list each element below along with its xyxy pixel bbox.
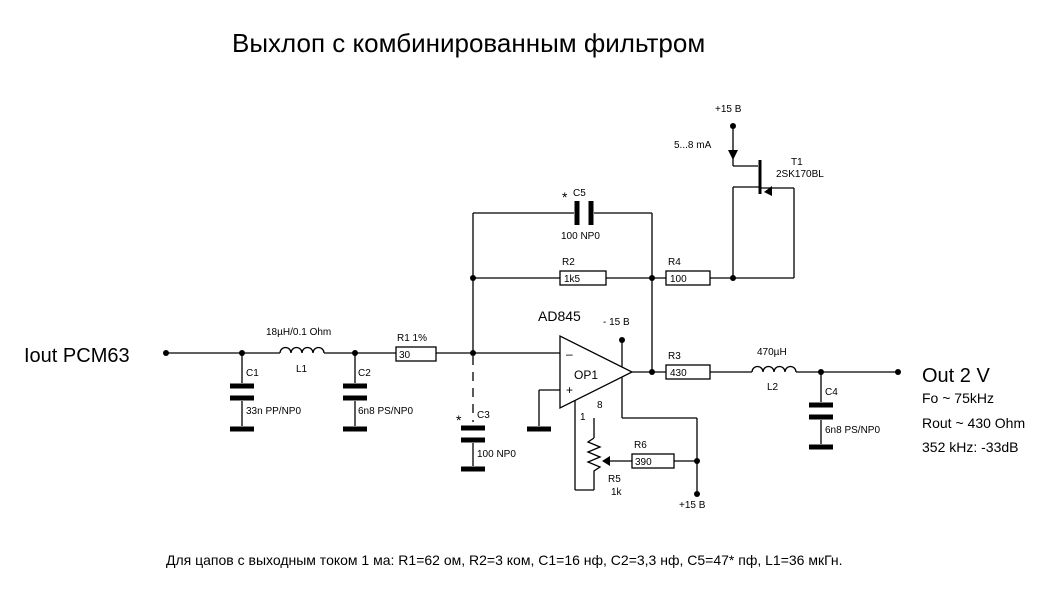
diagram-title: Выхлоп с комбинированным фильтром bbox=[232, 28, 705, 58]
r3-value: 430 bbox=[670, 368, 687, 379]
resistor-r4 bbox=[665, 270, 711, 286]
footnote: Для цапов с выходным током 1 ма: R1=62 о… bbox=[166, 552, 843, 568]
c5-name: C5 bbox=[573, 188, 586, 199]
rail-bottom-plus: +15 В bbox=[679, 500, 706, 511]
capacitor-c2 bbox=[343, 353, 367, 432]
opamp-pin-8: 8 bbox=[597, 400, 603, 411]
c2-value: 6n8 PS/NP0 bbox=[358, 406, 413, 417]
transistor-t1 bbox=[728, 123, 795, 279]
c3-mark: * bbox=[456, 412, 462, 428]
opamp-pin-plus: + bbox=[566, 383, 573, 397]
inductor-l2 bbox=[751, 365, 901, 375]
opamp-part: AD845 bbox=[538, 308, 581, 324]
r6-value: 390 bbox=[635, 457, 652, 468]
capacitor-c1 bbox=[230, 353, 254, 432]
c5-mark: * bbox=[562, 189, 568, 205]
r2-name: R2 bbox=[562, 257, 575, 268]
input-wiring bbox=[163, 350, 560, 356]
inductor-l1 bbox=[279, 346, 325, 354]
capacitor-c4 bbox=[809, 372, 833, 450]
r5-value: 1k bbox=[611, 487, 623, 498]
rail-negative: - 15 В bbox=[603, 317, 630, 328]
c2-name: C2 bbox=[358, 368, 371, 379]
capacitor-c3 bbox=[461, 356, 485, 472]
resistor-r1 bbox=[395, 346, 437, 362]
c5-value: 100 NP0 bbox=[561, 231, 600, 242]
output-rout: Rout ~ 430 Ohm bbox=[922, 415, 1025, 431]
capacitor-c5 bbox=[574, 201, 594, 225]
r5-name: R5 bbox=[608, 474, 621, 485]
c4-name: C4 bbox=[825, 387, 838, 398]
r1-name: R1 1% bbox=[397, 333, 427, 344]
opamp-name: OP1 bbox=[574, 368, 598, 382]
l2-value: 470µH bbox=[757, 347, 787, 358]
opamp-op1 bbox=[527, 334, 700, 497]
resistor-r2 bbox=[559, 270, 607, 286]
r2-value: 1k5 bbox=[564, 274, 581, 285]
r4-value: 100 bbox=[670, 274, 687, 285]
resistor-r3 bbox=[665, 364, 752, 380]
r4-name: R4 bbox=[668, 257, 681, 268]
rail-top-plus: +15 В bbox=[715, 104, 742, 115]
r1-value: 30 bbox=[399, 350, 411, 361]
l1-value: 18µH/0.1 Ohm bbox=[266, 327, 331, 338]
t1-current: 5...8 mA bbox=[674, 140, 712, 151]
c4-value: 6n8 PS/NP0 bbox=[825, 425, 880, 436]
input-label: Iout PCM63 bbox=[24, 345, 130, 367]
trimmer-r5 bbox=[586, 418, 632, 475]
c1-value: 33n PP/NP0 bbox=[246, 406, 301, 417]
output-fo: Fo ~ 75kHz bbox=[922, 390, 994, 406]
t1-value: 2SK170BL bbox=[776, 169, 824, 180]
opamp-pin-1: 1 bbox=[580, 412, 586, 423]
output-atten: 352 kHz: -33dB bbox=[922, 439, 1019, 455]
c3-value: 100 NP0 bbox=[477, 449, 516, 460]
c3-name: C3 bbox=[477, 410, 490, 421]
t1-name: T1 bbox=[791, 157, 803, 168]
l1-name: L1 bbox=[296, 364, 308, 375]
r3-name: R3 bbox=[668, 351, 681, 362]
l2-name: L2 bbox=[767, 382, 779, 393]
feedback-wiring bbox=[470, 212, 736, 372]
r6-name: R6 bbox=[634, 440, 647, 451]
opamp-pin-minus: – bbox=[566, 347, 573, 361]
c1-name: C1 bbox=[246, 368, 259, 379]
output-label: Out 2 V bbox=[922, 365, 990, 387]
resistor-r6 bbox=[631, 453, 697, 469]
